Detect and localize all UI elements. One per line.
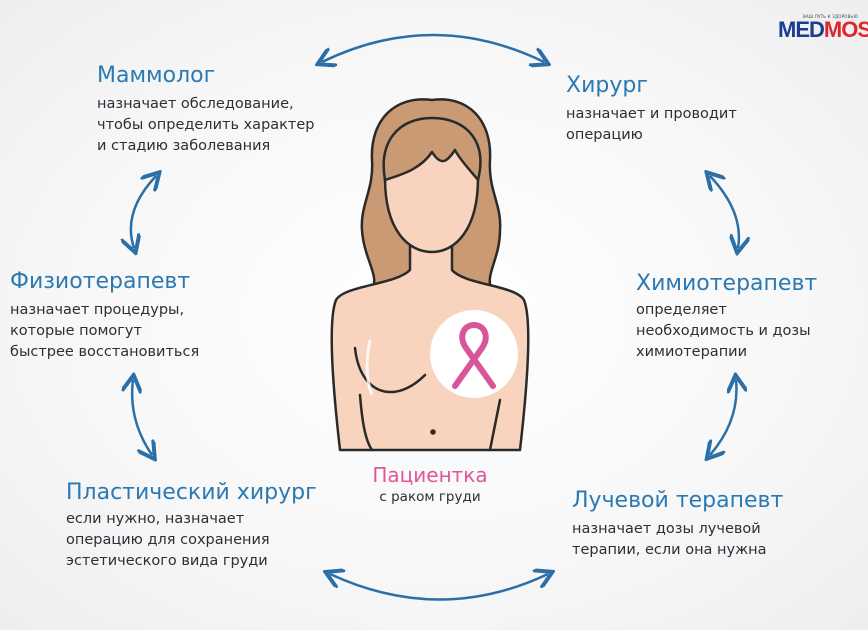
specialist-title: Физиотерапевт <box>10 269 191 294</box>
patient-label: Пациентка с раком груди <box>330 462 530 506</box>
specialist-surgeon: Хирург назначает и проводит операцию <box>566 72 737 146</box>
specialist-desc: и стадию заболевания <box>97 138 271 154</box>
specialist-chemotherapist: Химиотерапевт определяет необходимость и… <box>636 270 817 363</box>
arrow-right-bottom <box>710 380 736 455</box>
arrow-top <box>322 33 544 62</box>
specialist-radiotherapist: Лучевой терапевт назначает дозы лучевой … <box>572 487 783 561</box>
specialist-desc: быстрее восстановиться <box>10 344 200 360</box>
specialist-desc: если нужно, назначает <box>66 511 245 527</box>
patient-subtitle: с раком груди <box>379 489 481 505</box>
logo-tagline: ВАШ ПУТЬ К ЗДОРОВЬЮ <box>802 14 858 19</box>
specialist-desc: назначает процедуры, <box>10 302 185 318</box>
specialist-desc: необходимость и дозы <box>636 323 811 339</box>
arrow-left-top <box>131 176 156 248</box>
specialist-desc: операцию <box>566 127 643 143</box>
specialist-plastic-surgeon: Пластический хирург если нужно, назначае… <box>66 479 317 572</box>
logo-text-2: MOS <box>823 17 868 42</box>
specialist-title: Лучевой терапевт <box>572 488 784 513</box>
specialist-mammologist: Маммолог назначает обследование, чтобы о… <box>97 62 315 157</box>
body <box>330 243 530 452</box>
arrow-left-bottom <box>132 380 152 455</box>
specialist-desc: эстетического вида груди <box>66 553 268 569</box>
arrow-bottom <box>330 574 548 601</box>
specialist-desc: назначает обследование, <box>97 96 294 112</box>
specialist-desc: назначает и проводит <box>566 106 737 122</box>
specialist-desc: назначает дозы лучевой <box>572 521 761 537</box>
hair-fringe <box>382 116 482 182</box>
specialist-title: Химиотерапевт <box>636 271 818 296</box>
medmos-logo: ВАШ ПУТЬ К ЗДОРОВЬЮ MEDMOS <box>778 14 868 41</box>
specialist-title: Пластический хирург <box>66 480 317 505</box>
specialist-desc: химиотерапии <box>636 344 748 360</box>
specialist-desc: чтобы определить характер <box>97 117 315 133</box>
arrow-right-top <box>710 176 739 248</box>
specialist-desc: операцию для сохранения <box>66 532 270 548</box>
specialist-desc: определяет <box>636 302 727 318</box>
specialist-desc: терапии, если она нужна <box>572 542 767 558</box>
patient-title: Пациентка <box>372 463 488 487</box>
pink-ribbon-icon <box>452 321 496 389</box>
ribbon-badge <box>430 310 518 398</box>
specialist-title: Хирург <box>566 73 648 98</box>
logo-text-1: MED <box>778 17 825 42</box>
specialist-physiotherapist: Физиотерапевт назначает процедуры, котор… <box>10 268 199 363</box>
specialist-title: Маммолог <box>97 63 216 88</box>
specialist-desc: которые помогут <box>10 323 142 339</box>
